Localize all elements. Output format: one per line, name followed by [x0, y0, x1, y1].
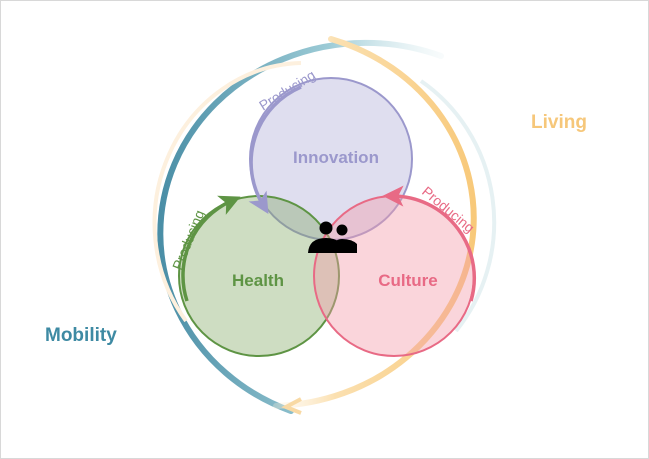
culture-label: Culture — [378, 271, 438, 290]
innovation-label: Innovation — [293, 148, 379, 167]
health-producing-arrow — [181, 195, 241, 302]
living-arrowhead-icon — [281, 397, 302, 415]
innovation-producing-arrow — [248, 85, 302, 214]
culture-producing-arrow — [382, 185, 477, 302]
living-ring — [273, 36, 477, 409]
inner-living-arc — [152, 61, 302, 323]
mobility-label: Mobility — [45, 325, 117, 346]
living-label: Living — [531, 112, 587, 133]
people-icon — [308, 221, 357, 253]
health-label: Health — [232, 271, 284, 290]
inner-mobility-arc — [419, 79, 497, 333]
